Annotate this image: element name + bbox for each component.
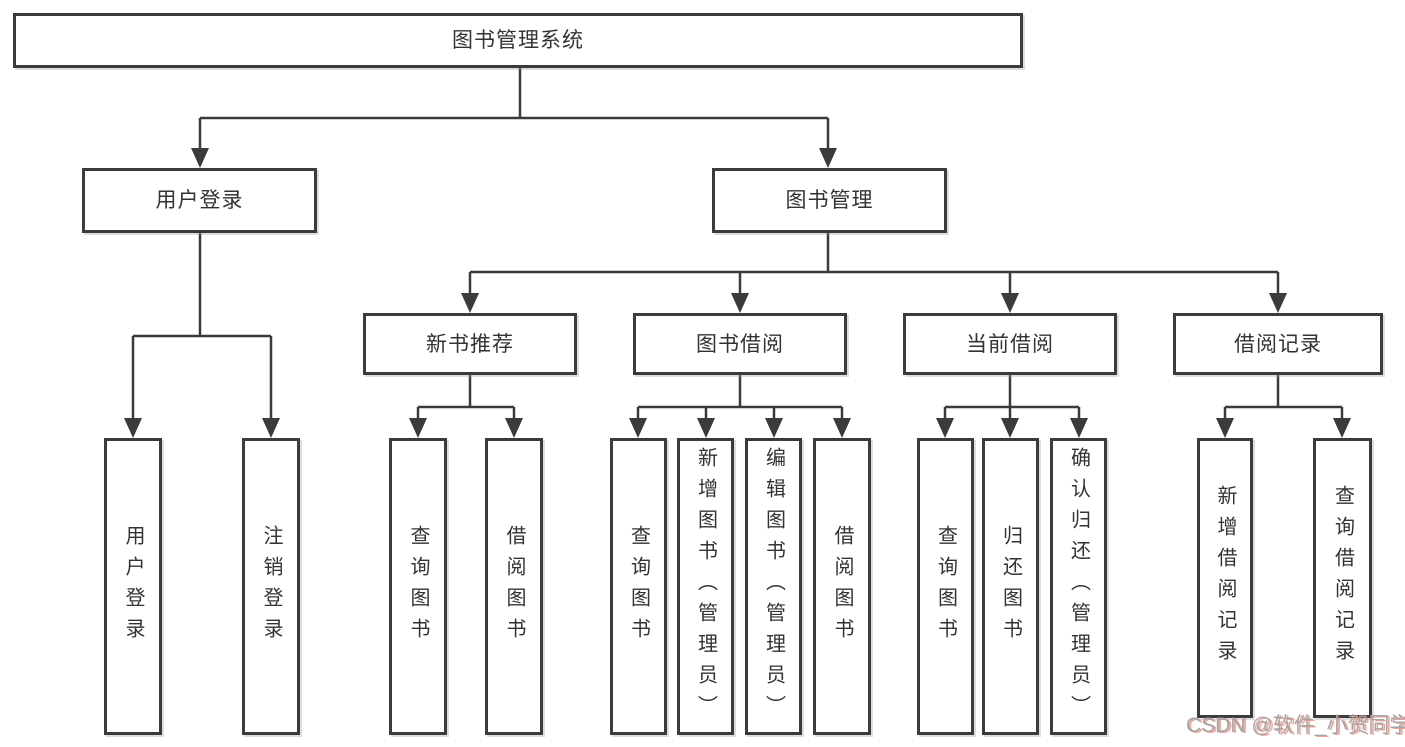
node-book-management-label: 图书管理 [785, 189, 874, 212]
leaf-borrow-books-newbook-label: 借阅图书 [503, 524, 525, 649]
leaf-query-books-newbook-label: 查询图书 [407, 524, 429, 649]
node-new-book-recommend: 新书推荐 [363, 313, 577, 375]
leaf-user-login: 用户登录 [104, 438, 162, 735]
node-root: 图书管理系统 [13, 13, 1023, 68]
connector-book-borrowing-children [629, 375, 851, 438]
leaf-query-books-current: 查询图书 [917, 438, 974, 735]
node-root-label: 图书管理系统 [452, 29, 584, 52]
leaf-query-books-newbook: 查询图书 [389, 438, 447, 735]
node-borrowing-records-label: 借阅记录 [1234, 332, 1322, 356]
leaf-query-books-current-label: 查询图书 [934, 524, 957, 649]
csdn-watermark: CSDN @软件_小贺同学 [1186, 714, 1405, 737]
leaf-query-borrow-record: 查询借阅记录 [1313, 438, 1372, 718]
leaf-add-books-admin: 新增图书（管理员） [677, 438, 734, 735]
leaf-query-books-borrowing: 查询图书 [610, 438, 667, 735]
connector-root-to-level1 [191, 68, 837, 168]
node-current-borrowing-label: 当前借阅 [966, 332, 1054, 356]
leaf-confirm-return-admin-label: 确认归还（管理员） [1067, 447, 1090, 726]
leaf-add-books-admin-label: 新增图书（管理员） [694, 447, 717, 726]
leaf-return-books: 归还图书 [982, 438, 1039, 735]
leaf-return-books-label: 归还图书 [999, 524, 1022, 649]
connector-new-book-recommend-children [409, 375, 523, 438]
node-book-borrowing-label: 图书借阅 [696, 332, 784, 356]
node-user-login-label: 用户登录 [155, 189, 244, 212]
connector-book-management-children [461, 233, 1287, 313]
connector-borrowing-records-children [1216, 375, 1351, 438]
leaf-query-borrow-record-label: 查询借阅记录 [1331, 485, 1354, 671]
node-current-borrowing: 当前借阅 [903, 313, 1117, 375]
leaf-logout: 注销登录 [242, 438, 300, 735]
leaf-logout-label: 注销登录 [260, 524, 282, 649]
leaf-borrow-books-borrowing: 借阅图书 [813, 438, 871, 735]
connector-current-borrowing-children [936, 375, 1088, 438]
leaf-borrow-books-newbook: 借阅图书 [485, 438, 543, 735]
node-user-login: 用户登录 [82, 168, 317, 233]
node-new-book-recommend-label: 新书推荐 [426, 332, 514, 356]
leaf-borrow-books-borrowing-label: 借阅图书 [831, 524, 853, 649]
leaf-confirm-return-admin: 确认归还（管理员） [1050, 438, 1107, 735]
leaf-add-borrow-record: 新增借阅记录 [1197, 438, 1253, 718]
node-book-management: 图书管理 [712, 168, 947, 233]
leaf-add-borrow-record-label: 新增借阅记录 [1214, 485, 1236, 671]
leaf-query-books-borrowing-label: 查询图书 [627, 524, 650, 649]
node-book-borrowing: 图书借阅 [633, 313, 847, 375]
node-borrowing-records: 借阅记录 [1173, 313, 1383, 375]
connector-user-login-children [124, 233, 280, 438]
leaf-edit-books-admin-label: 编辑图书（管理员） [762, 447, 785, 726]
leaf-user-login-label: 用户登录 [122, 524, 144, 649]
leaf-edit-books-admin: 编辑图书（管理员） [745, 438, 802, 735]
